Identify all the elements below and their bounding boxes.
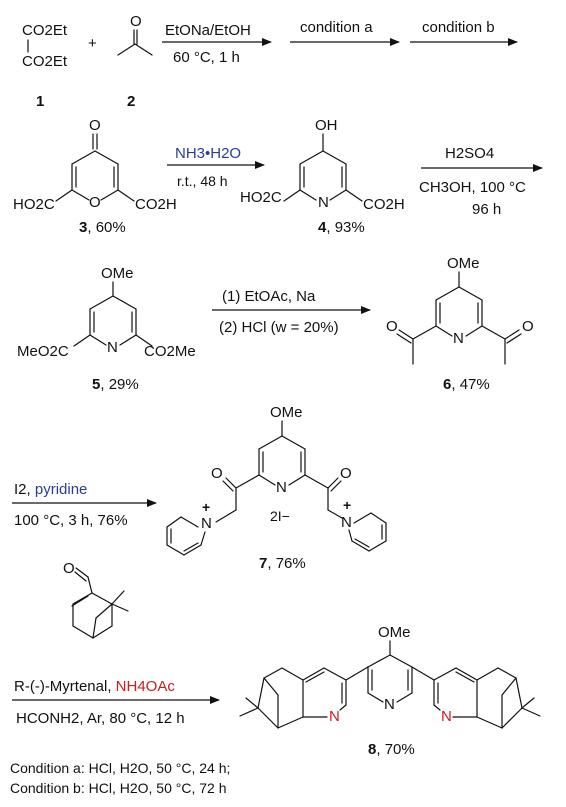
step1-below: 60 °C, 1 h xyxy=(173,49,240,66)
step8-above: R-(-)-Myrtenal, NH4OAc xyxy=(14,678,175,695)
c4-left-group: HO2C xyxy=(240,189,282,206)
c7-right-pyridinium-charge: + xyxy=(343,497,351,513)
c3-label: 3, 60% xyxy=(79,219,126,236)
c7-right-oxygen: O xyxy=(340,465,352,482)
c5-nitrogen: N xyxy=(107,339,118,356)
condition-b-text: Condition b: HCl, H2O, 50 °C, 72 h xyxy=(10,780,227,796)
c3-ring-oxygen: O xyxy=(89,194,101,211)
compound-5: OMe N MeO2C CO2Me 5, 29% xyxy=(17,265,196,393)
c7-nitrogen: N xyxy=(276,479,287,496)
c1-group-top: CO2Et xyxy=(22,22,68,39)
c7-counterion: 2I− xyxy=(270,508,290,524)
conditions-notes: Condition a: HCl, H2O, 50 °C, 24 h; Cond… xyxy=(10,758,230,798)
compound-1: CO2Et CO2Et 1 xyxy=(22,22,68,110)
condition-a-text: Condition a: HCl, H2O, 50 °C, 24 h; xyxy=(10,760,231,776)
step5-below-line2: 96 h xyxy=(472,201,501,218)
arrow-step5: H2SO4 CH3OH, 100 °C 96 h xyxy=(419,145,543,218)
compound-3: O O HO2C CO2H 3, 60% xyxy=(13,117,177,236)
compound-8: OMe N N xyxy=(239,624,541,758)
c7-label: 7, 76% xyxy=(259,555,306,572)
compound-6: OMe N O O 6, 47% xyxy=(386,255,534,393)
c7-left-pyridinium-nitrogen: N xyxy=(201,515,212,532)
c6-left-oxygen: O xyxy=(386,318,398,335)
arrow-step4: NH3•H2O r.t., 48 h xyxy=(167,145,265,189)
step7-below: 100 °C, 3 h, 76% xyxy=(14,512,128,529)
c6-nitrogen: N xyxy=(453,330,464,347)
step5-below-line1: CH3OH, 100 °C xyxy=(419,179,526,196)
myrtenal-oxygen: O xyxy=(63,560,75,577)
step2-above: condition a xyxy=(300,19,373,36)
c8-central-nitrogen: N xyxy=(384,696,395,713)
c3-keto-oxygen: O xyxy=(89,117,101,134)
c8-left-nitrogen: N xyxy=(329,708,340,725)
compound-7: OMe N O O + N + N xyxy=(166,404,387,572)
c4-nitrogen: N xyxy=(318,194,329,211)
c5-left-group: MeO2C xyxy=(17,343,69,360)
step7-above: I2, pyridine xyxy=(14,481,87,498)
arrow-step2: condition a xyxy=(290,19,400,46)
c4-label: 4, 93% xyxy=(318,219,365,236)
c7-left-oxygen: O xyxy=(211,465,223,482)
myrtenal-structure: O xyxy=(63,560,129,639)
step1-above: EtONa/EtOH xyxy=(165,22,251,39)
arrow-step3: condition b xyxy=(410,19,518,46)
step6-below: (2) HCl (w = 20%) xyxy=(219,319,339,336)
step5-above: H2SO4 xyxy=(445,145,494,162)
c8-label: 8, 70% xyxy=(368,741,415,758)
c6-right-oxygen: O xyxy=(522,318,534,335)
arrow-step7: I2, pyridine 100 °C, 3 h, 76% xyxy=(12,481,157,529)
c6-methoxy: OMe xyxy=(447,255,480,272)
arrow-step8: R-(-)-Myrtenal, NH4OAc HCONH2, Ar, 80 °C… xyxy=(12,678,220,727)
c7-left-pyridinium-charge: + xyxy=(202,499,210,515)
plus-sign: + xyxy=(88,35,97,52)
c6-label: 6, 47% xyxy=(443,376,490,393)
c8-right-nitrogen: N xyxy=(441,708,452,725)
c2-number: 2 xyxy=(127,93,135,110)
step4-above: NH3•H2O xyxy=(175,145,241,162)
c5-methoxy: OMe xyxy=(101,265,134,282)
c2-oxygen: O xyxy=(130,13,142,30)
c1-group-bottom: CO2Et xyxy=(22,53,68,70)
c4-hydroxyl: OH xyxy=(315,117,338,134)
c7-methoxy: OMe xyxy=(270,404,303,421)
step3-above: condition b xyxy=(422,19,495,36)
step6-above: (1) EtOAc, Na xyxy=(222,288,316,305)
compound-2: O 2 xyxy=(117,13,153,110)
c1-number: 1 xyxy=(36,93,44,110)
c3-left-group: HO2C xyxy=(13,196,55,213)
c5-label: 5, 29% xyxy=(92,376,139,393)
c7-right-pyridinium-nitrogen: N xyxy=(341,514,352,531)
arrow-step6: (1) EtOAc, Na (2) HCl (w = 20%) xyxy=(212,288,371,336)
step8-below: HCONH2, Ar, 80 °C, 12 h xyxy=(16,710,185,727)
arrow-step1: EtONa/EtOH 60 °C, 1 h xyxy=(162,22,272,66)
c4-right-group: CO2H xyxy=(363,196,405,213)
step4-below: r.t., 48 h xyxy=(177,173,228,189)
c5-right-group: CO2Me xyxy=(144,343,196,360)
compound-4: OH N HO2C CO2H 4, 93% xyxy=(240,117,405,236)
c3-right-group: CO2H xyxy=(135,196,177,213)
c8-methoxy: OMe xyxy=(378,624,411,641)
